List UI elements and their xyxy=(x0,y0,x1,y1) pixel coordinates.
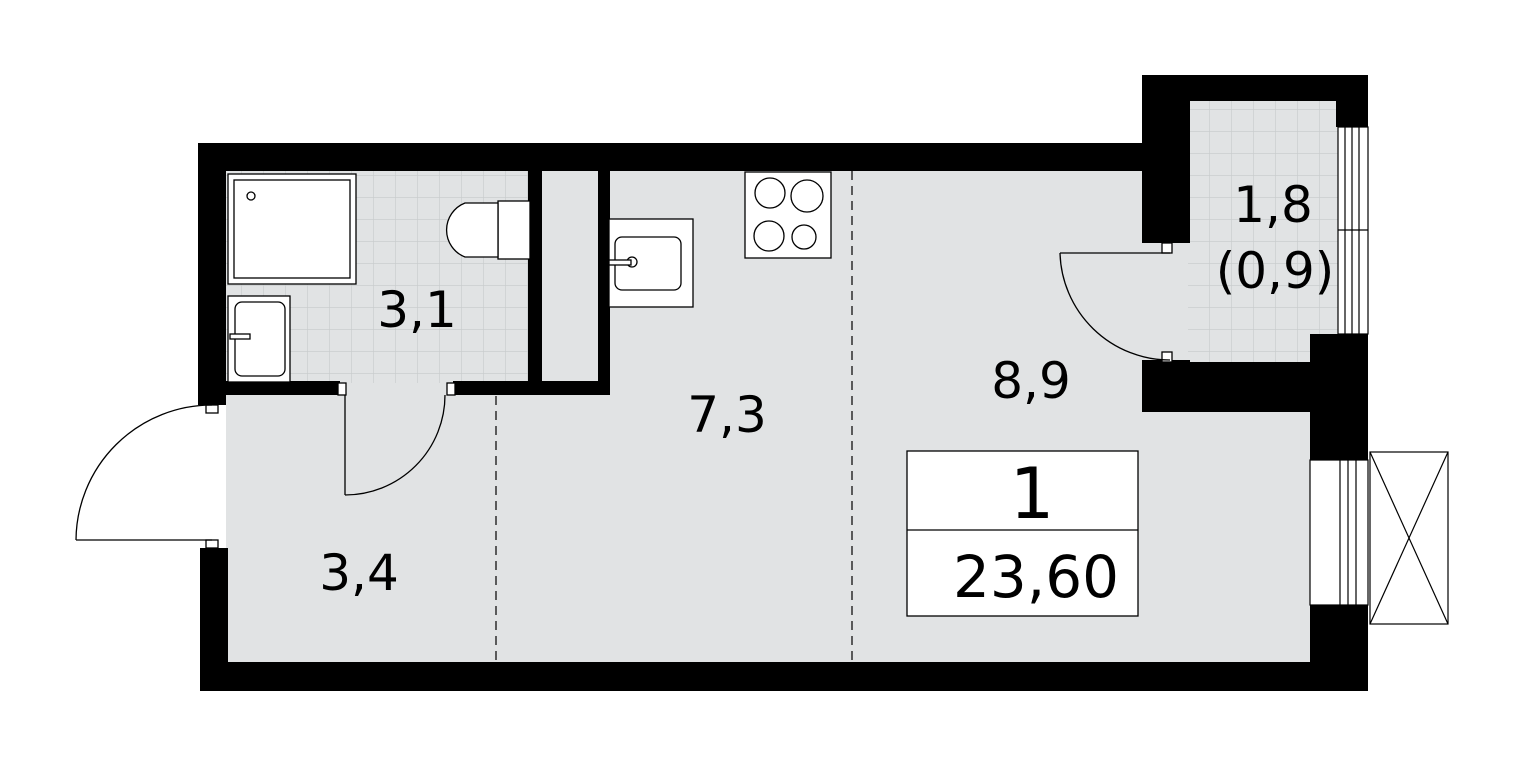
balcony-area: 1,8 xyxy=(1233,176,1313,234)
wall-bathroom-bottom-left xyxy=(226,381,340,395)
wall-bathroom-right xyxy=(528,171,542,395)
kitchen-sink xyxy=(608,218,694,308)
hall-area: 3,4 xyxy=(319,544,399,602)
balcony-floor xyxy=(1188,100,1338,364)
cooktop xyxy=(744,171,832,259)
bathroom-door xyxy=(337,382,456,496)
wall-balcony-left-upper xyxy=(1142,75,1190,243)
shower-tray xyxy=(227,173,357,285)
area-labels: 3,1 3,4 7,3 8,9 1,8 (0,9) xyxy=(319,176,1334,602)
wall-right-top xyxy=(1336,75,1368,127)
wall-top xyxy=(198,143,1188,171)
total-area: 23,60 xyxy=(953,543,1119,611)
bathroom-area: 3,1 xyxy=(377,281,457,339)
ac-unit-box xyxy=(1369,451,1449,625)
zone-separators xyxy=(495,171,853,662)
wall-left-upper xyxy=(198,143,226,405)
living-area: 8,9 xyxy=(991,352,1071,410)
rooms-count: 1 xyxy=(1010,453,1055,535)
balcony-reduced-area: (0,9) xyxy=(1216,242,1335,300)
toilet xyxy=(445,200,531,260)
wall-bottom xyxy=(200,662,1368,691)
wall-right-bottom xyxy=(1310,605,1368,691)
summary-frame xyxy=(906,450,1139,617)
wall-shaft-right xyxy=(598,171,610,395)
doors xyxy=(75,242,1173,549)
windows xyxy=(1309,126,1449,625)
wall-right-middle xyxy=(1310,334,1368,460)
balcony-window xyxy=(1337,126,1369,335)
bathroom-sink xyxy=(227,295,291,383)
wall-balcony-bottom xyxy=(1142,362,1337,412)
fixtures xyxy=(227,171,832,383)
summary-box: 1 23,60 xyxy=(906,450,1139,617)
balcony-door xyxy=(1059,242,1173,363)
kitchen-area: 7,3 xyxy=(687,386,767,444)
walls xyxy=(198,75,1368,691)
entrance-door xyxy=(75,404,219,549)
living-window xyxy=(1309,459,1369,606)
